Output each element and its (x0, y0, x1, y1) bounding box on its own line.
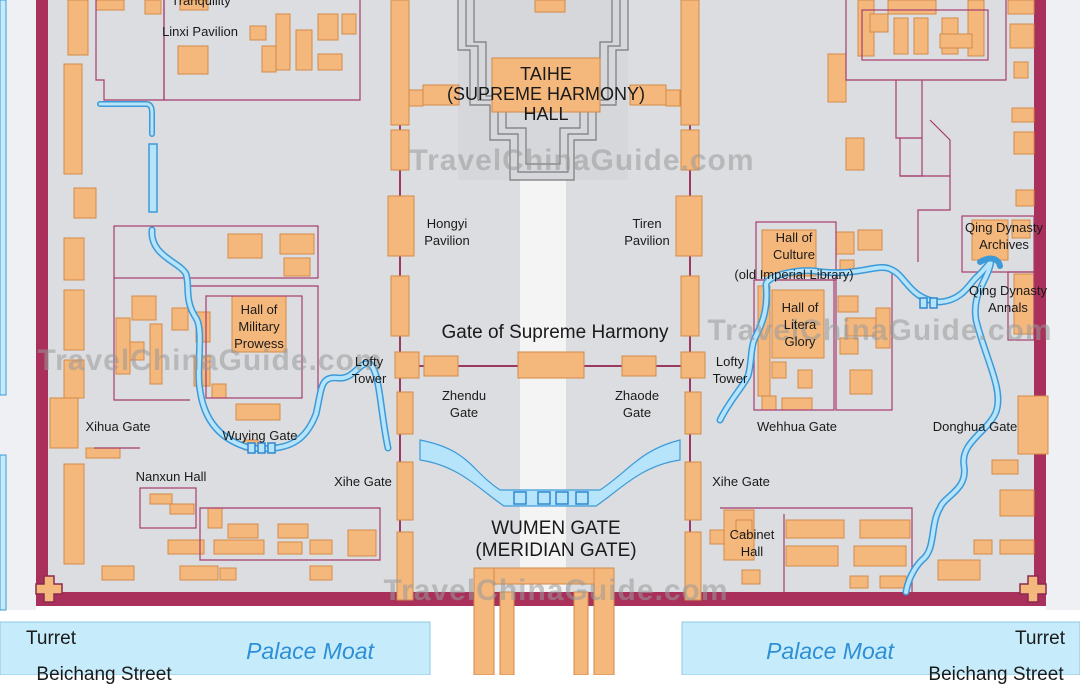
label-qing-annals: Qing Dynasty Annals (969, 282, 1047, 316)
label-wehhua-gate: Wehhua Gate (757, 419, 837, 434)
label-tranquility: Tranquility (171, 0, 231, 8)
label-gate-supreme-harmony: Gate of Supreme Harmony (441, 322, 669, 343)
watermark-right: TravelChinaGuide.com (707, 314, 1053, 347)
golden-water-bridges (513, 491, 589, 505)
wumen-line-2: (MERIDIAN GATE) (475, 540, 637, 561)
label-linxi-pavilion: Linxi Pavilion (162, 24, 238, 39)
outer-road-left-lower (0, 454, 7, 611)
west-courtyards (94, 0, 381, 561)
west-water-channel-inner (98, 102, 154, 136)
label-qing-archives: Qing Dynasty Archives (965, 219, 1043, 253)
zhendu-line-2: Gate (449, 405, 479, 420)
west-water-bridge (148, 143, 158, 213)
label-xihe-gate-left: Xihe Gate (334, 474, 392, 489)
litera-line-3: Glory (784, 334, 816, 349)
lofty-right-line-1: Lofty (715, 354, 745, 369)
label-palace-moat-left: Palace Moat (246, 638, 374, 664)
military-line-3: Prowess (234, 336, 284, 351)
annals-line-2: Annals (988, 300, 1028, 315)
label-turret-right: Turret (1015, 628, 1065, 649)
label-nanxun-hall: Nanxun Hall (135, 469, 207, 484)
east-corridor (629, 0, 706, 601)
label-xihua-gate: Xihua Gate (85, 419, 151, 434)
palace-moat-left (0, 621, 431, 675)
taihe-top-building (534, 0, 566, 13)
lofty-right-line-2: Tower (712, 371, 748, 386)
label-old-imperial-library: (old Imperial Library) (734, 267, 854, 282)
hongyi-line-1: Hongyi (426, 216, 468, 231)
outer-ground-right (1046, 0, 1080, 610)
watermark-bottom: TravelChinaGuide.com (383, 574, 729, 607)
military-line-1: Hall of (240, 302, 278, 317)
outer-road-left (0, 0, 7, 396)
west-corridor (387, 0, 460, 601)
litera-line-2: Litera (783, 317, 817, 332)
label-donghua-gate: Donghua Gate (932, 419, 1018, 434)
taihe-line-2: (SUPREME HARMONY) (446, 84, 646, 104)
taihe-hall (491, 57, 601, 113)
culture-line-1: Hall of (775, 230, 813, 245)
label-hall-of-culture: Hall of Culture (773, 229, 815, 263)
label-hongyi-pavilion: Hongyi Pavilion (424, 215, 470, 249)
label-zhendu-gate: Zhendu Gate (442, 387, 486, 421)
watermark-left: TravelChinaGuide.com (37, 344, 383, 377)
lofty-left-line-2: Tower (351, 371, 387, 386)
east-bridges (919, 297, 938, 309)
east-water-spur (977, 255, 1003, 269)
hongyi-line-2: Pavilion (424, 233, 470, 248)
label-wumen-gate: WUMEN GATE (MERIDIAN GATE) (475, 518, 636, 562)
wumen-gate (473, 567, 615, 675)
litera-line-1: Hall of (781, 300, 819, 315)
label-taihe-hall: TAIHE (SUPREME HARMONY) HALL (447, 64, 645, 124)
west-buildings (49, 0, 377, 581)
lofty-left-line-1: Lofty (354, 354, 384, 369)
label-wuying-gate: Wuying Gate (222, 428, 298, 443)
archives-line-2: Archives (979, 237, 1029, 252)
golden-water-river (419, 439, 681, 507)
culture-line-2: Culture (773, 247, 815, 262)
zhaode-line-1: Zhaode (614, 388, 660, 403)
label-palace-moat-right: Palace Moat (766, 638, 894, 664)
tiren-line-2: Pavilion (624, 233, 670, 248)
corner-turrets (35, 575, 1047, 603)
zhaode-line-2: Gate (622, 405, 652, 420)
east-water-channel-inner (718, 260, 1000, 594)
gate-supreme-harmony-row (423, 351, 657, 379)
cabinet-line-1: Cabinet (729, 527, 775, 542)
taihe-line-1: TAIHE (520, 64, 572, 84)
tiren-line-1: Tiren (632, 216, 662, 231)
wuying-bridges (247, 442, 276, 454)
military-line-2: Military (238, 319, 280, 334)
zhendu-line-1: Zhendu (441, 388, 487, 403)
label-cabinet-hall: Cabinet Hall (730, 526, 775, 560)
taihe-line-3: HALL (523, 104, 569, 124)
label-zhaode-gate: Zhaode Gate (615, 387, 659, 421)
east-courtyards (720, 0, 1035, 592)
archives-line-1: Qing Dynasty (964, 220, 1044, 235)
cabinet-line-2: Hall (740, 544, 764, 559)
label-hall-litera-glory: Hall of Litera Glory (782, 299, 819, 350)
label-lofty-tower-left: Lofty Tower (352, 353, 387, 387)
palace-moat-right (681, 621, 1080, 675)
label-xihe-gate-right: Xihe Gate (712, 474, 770, 489)
watermark-top: TravelChinaGuide.com (409, 144, 755, 177)
label-turret-left: Turret (26, 628, 76, 649)
label-hall-military-prowess: Hall of Military Prowess (234, 301, 284, 352)
label-tiren-pavilion: Tiren Pavilion (624, 215, 670, 249)
annals-line-1: Qing Dynasty (968, 283, 1048, 298)
central-axis (520, 180, 566, 592)
wumen-line-1: WUMEN GATE (491, 518, 621, 539)
label-lofty-tower-right: Lofty Tower (713, 353, 748, 387)
